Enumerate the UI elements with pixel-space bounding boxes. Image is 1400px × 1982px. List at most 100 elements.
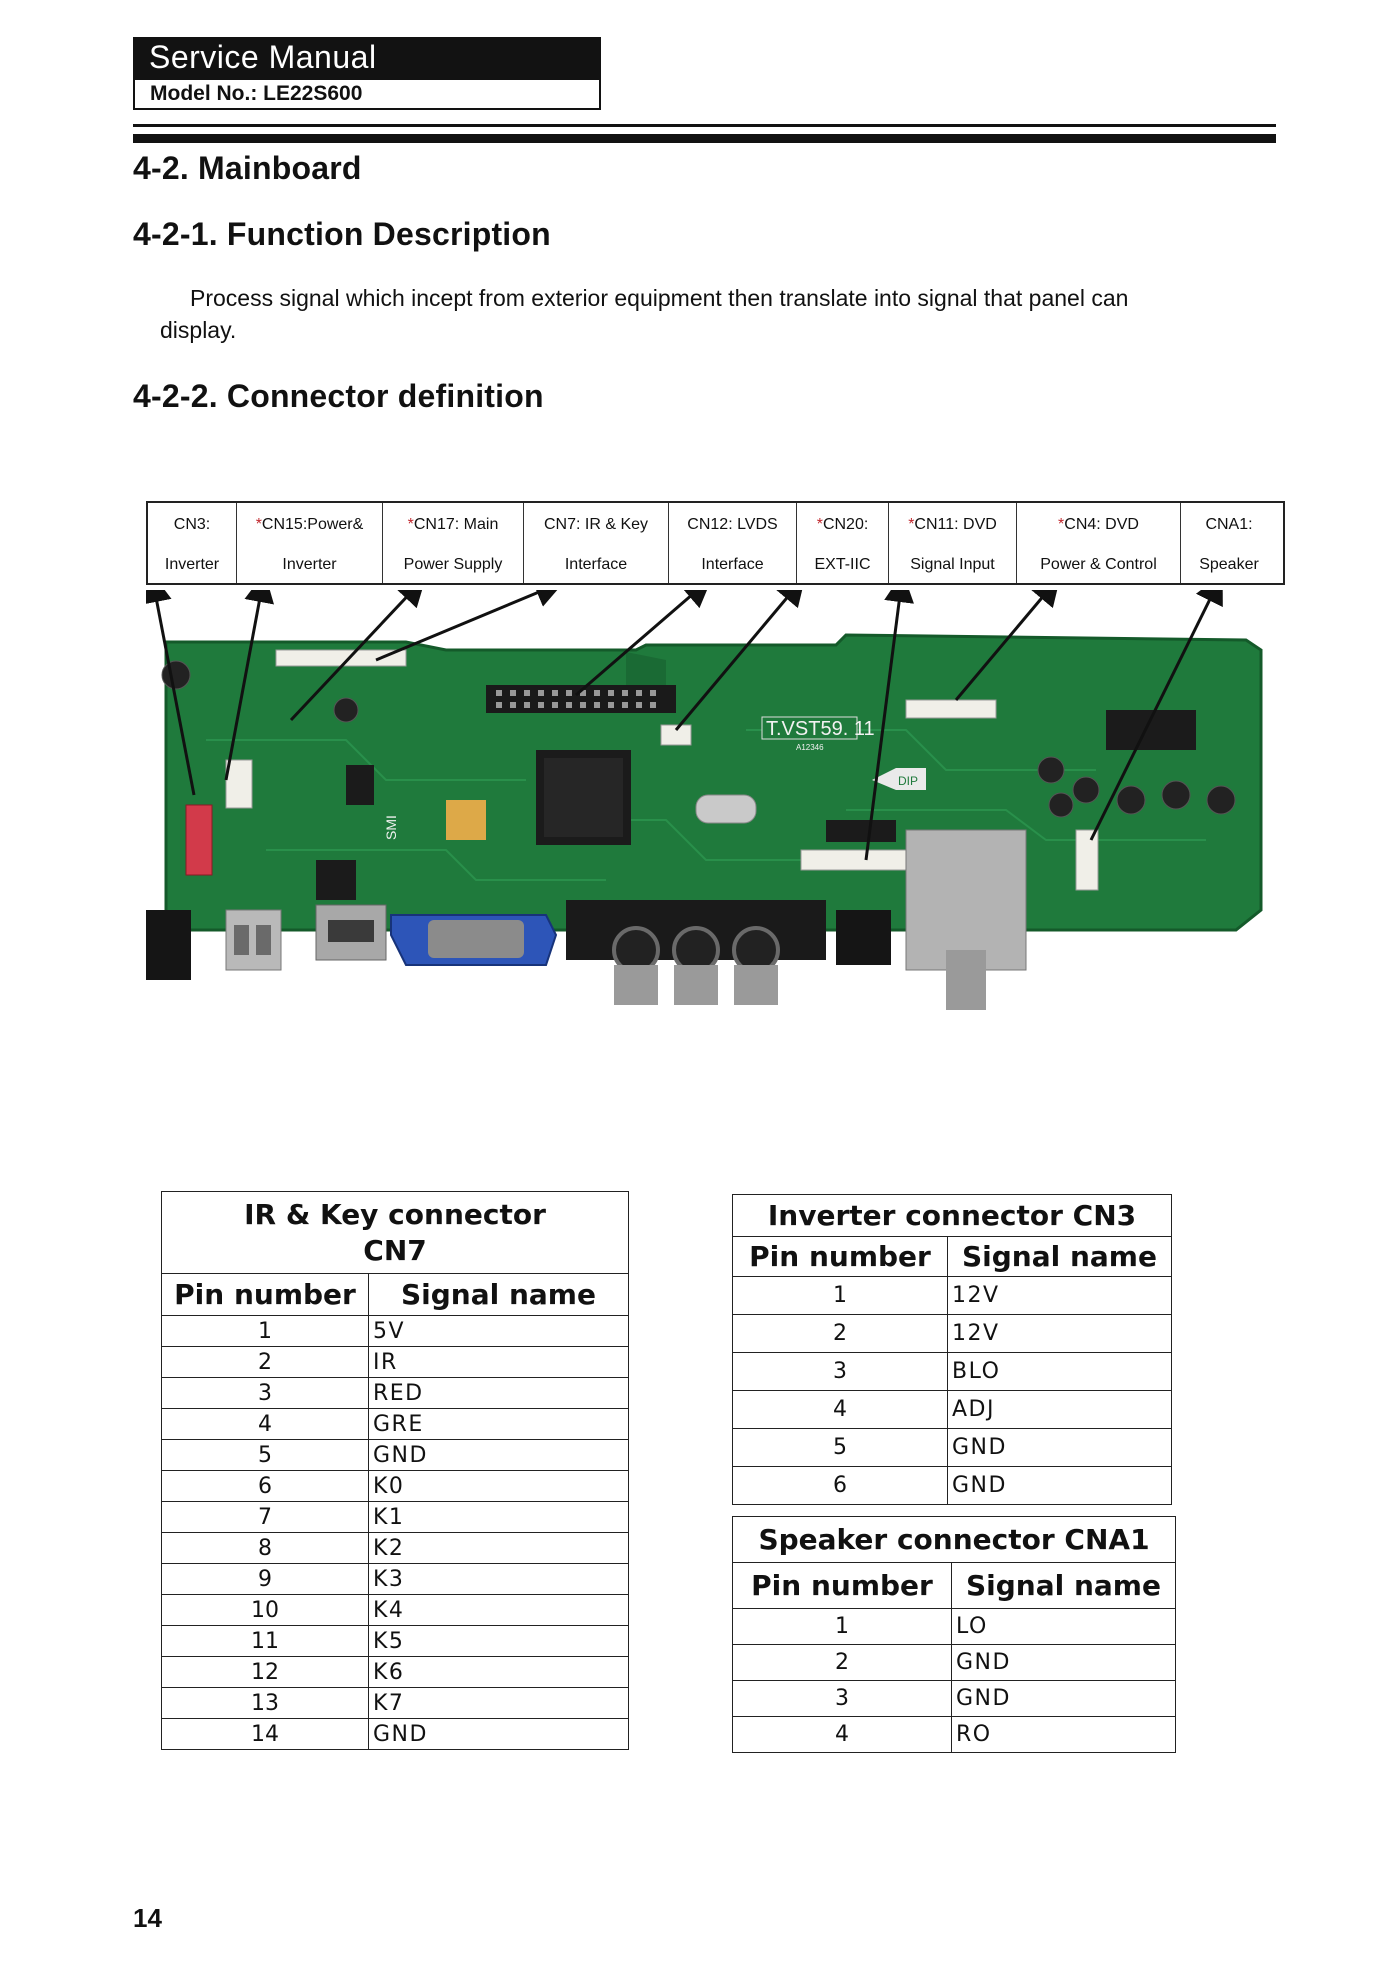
asterisk-mark: *	[407, 516, 414, 533]
asterisk-mark: *	[255, 516, 262, 533]
pin-number-cell: 11	[161, 1625, 369, 1657]
ir-key-connector-table: IR & Key connector CN7 Pin number Signal…	[161, 1191, 629, 1750]
pin-number-cell: 2	[732, 1314, 948, 1353]
signal-name-cell: K1	[368, 1501, 629, 1533]
connector-label: *CN15:Power&Inverter	[237, 503, 383, 583]
speaker-col-signal: Signal name	[951, 1562, 1176, 1609]
signal-name-cell: 5V	[368, 1315, 629, 1347]
asterisk-mark: *	[908, 516, 915, 533]
pin-number-cell: 4	[732, 1390, 948, 1429]
signal-name-cell: ADJ	[947, 1390, 1172, 1429]
signal-name-cell: K4	[368, 1594, 629, 1626]
pin-number-cell: 5	[732, 1428, 948, 1467]
header-rule-thin	[133, 124, 1276, 127]
connector-definition-heading: 4-2-2. Connector definition	[133, 378, 544, 414]
pin-number-cell: 4	[161, 1408, 369, 1440]
pin-number-cell: 4	[732, 1716, 952, 1753]
sm-label: SMI	[383, 815, 399, 840]
model-number: Model No.: LE22S600	[133, 78, 601, 110]
signal-name-cell: RED	[368, 1377, 629, 1409]
audio-jack	[836, 910, 891, 965]
connector-label-name: CN3:	[148, 515, 236, 535]
pin-number-cell: 7	[161, 1501, 369, 1533]
signal-name-cell: RO	[951, 1716, 1176, 1753]
pin-number-cell: 3	[732, 1352, 948, 1391]
connector-function: Interface	[564, 556, 628, 573]
pin-number-cell: 6	[732, 1466, 948, 1505]
connector-id: CN7: IR & Key	[543, 516, 649, 533]
connector-id: CN15:Power&	[261, 516, 364, 533]
signal-name-cell: GRE	[368, 1408, 629, 1440]
connector-label: CN12: LVDS Interface	[669, 503, 797, 583]
connector-label-name: CN7: IR & Key	[524, 515, 668, 535]
speaker-connector-table: Speaker connector CNA1 Pin number Signal…	[732, 1516, 1176, 1753]
connector-function: Interface	[701, 556, 764, 573]
signal-name-cell: GND	[368, 1718, 629, 1750]
ir-key-col-pin: Pin number	[161, 1273, 369, 1316]
signal-name-cell: K2	[368, 1532, 629, 1564]
inverter-table-title: Inverter connector CN3	[732, 1194, 1172, 1237]
connector-id: CN3:	[173, 516, 211, 533]
signal-name-cell: GND	[951, 1644, 1176, 1681]
signal-name-cell: K6	[368, 1656, 629, 1688]
pin-number-cell: 3	[732, 1680, 952, 1717]
pin-number-cell: 2	[161, 1346, 369, 1378]
function-description-heading: 4-2-1. Function Description	[133, 216, 551, 252]
connector-function: Speaker	[1199, 556, 1259, 573]
inverter-col-signal: Signal name	[947, 1236, 1172, 1277]
cna1-connector	[1075, 829, 1099, 891]
connector-function: Signal Input	[910, 556, 995, 573]
connector-id: CN20:	[822, 516, 869, 533]
cn15-connector	[275, 649, 407, 667]
section-heading: 4-2. Mainboard	[133, 150, 362, 186]
pin-number-cell: 6	[161, 1470, 369, 1502]
inverter-col-pin: Pin number	[732, 1236, 948, 1277]
connector-label: *CN20:EXT-IIC	[797, 503, 889, 583]
signal-name-cell: GND	[368, 1439, 629, 1471]
connector-label-name: *CN17: Main	[383, 515, 523, 535]
pin-number-cell: 12	[161, 1656, 369, 1688]
page-number: 14	[133, 1903, 162, 1933]
cn17-connector	[225, 759, 253, 809]
signal-name-cell: GND	[947, 1466, 1172, 1505]
connector-id: CN11: DVD	[914, 516, 997, 533]
signal-name-cell: K0	[368, 1470, 629, 1502]
board-model-label: T.VST59. 11	[766, 718, 875, 740]
signal-name-cell: 12V	[947, 1276, 1172, 1315]
board-part-label: A12346	[796, 743, 824, 752]
connector-function: Inverter	[282, 556, 337, 573]
cn3-connector	[185, 804, 213, 876]
connector-label-name: *CN15:Power&	[237, 515, 382, 535]
connector-label-name: *CN11: DVD	[889, 515, 1016, 535]
cn20-connector	[660, 724, 692, 746]
pin-number-cell: 1	[732, 1608, 952, 1645]
signal-name-cell: BLO	[947, 1352, 1172, 1391]
ir-key-col-signal: Signal name	[368, 1273, 629, 1316]
connector-label: CNA1: Speaker	[1181, 503, 1277, 583]
connector-label-name: CN12: LVDS	[669, 515, 796, 535]
signal-name-cell: 12V	[947, 1314, 1172, 1353]
connector-label-name: CNA1:	[1181, 515, 1277, 535]
connector-function: EXT-IIC	[814, 556, 871, 573]
pin-number-cell: 8	[161, 1532, 369, 1564]
power-jack	[146, 910, 191, 980]
header-rule-thick	[133, 134, 1276, 143]
connector-id: CN17: Main	[413, 516, 499, 533]
